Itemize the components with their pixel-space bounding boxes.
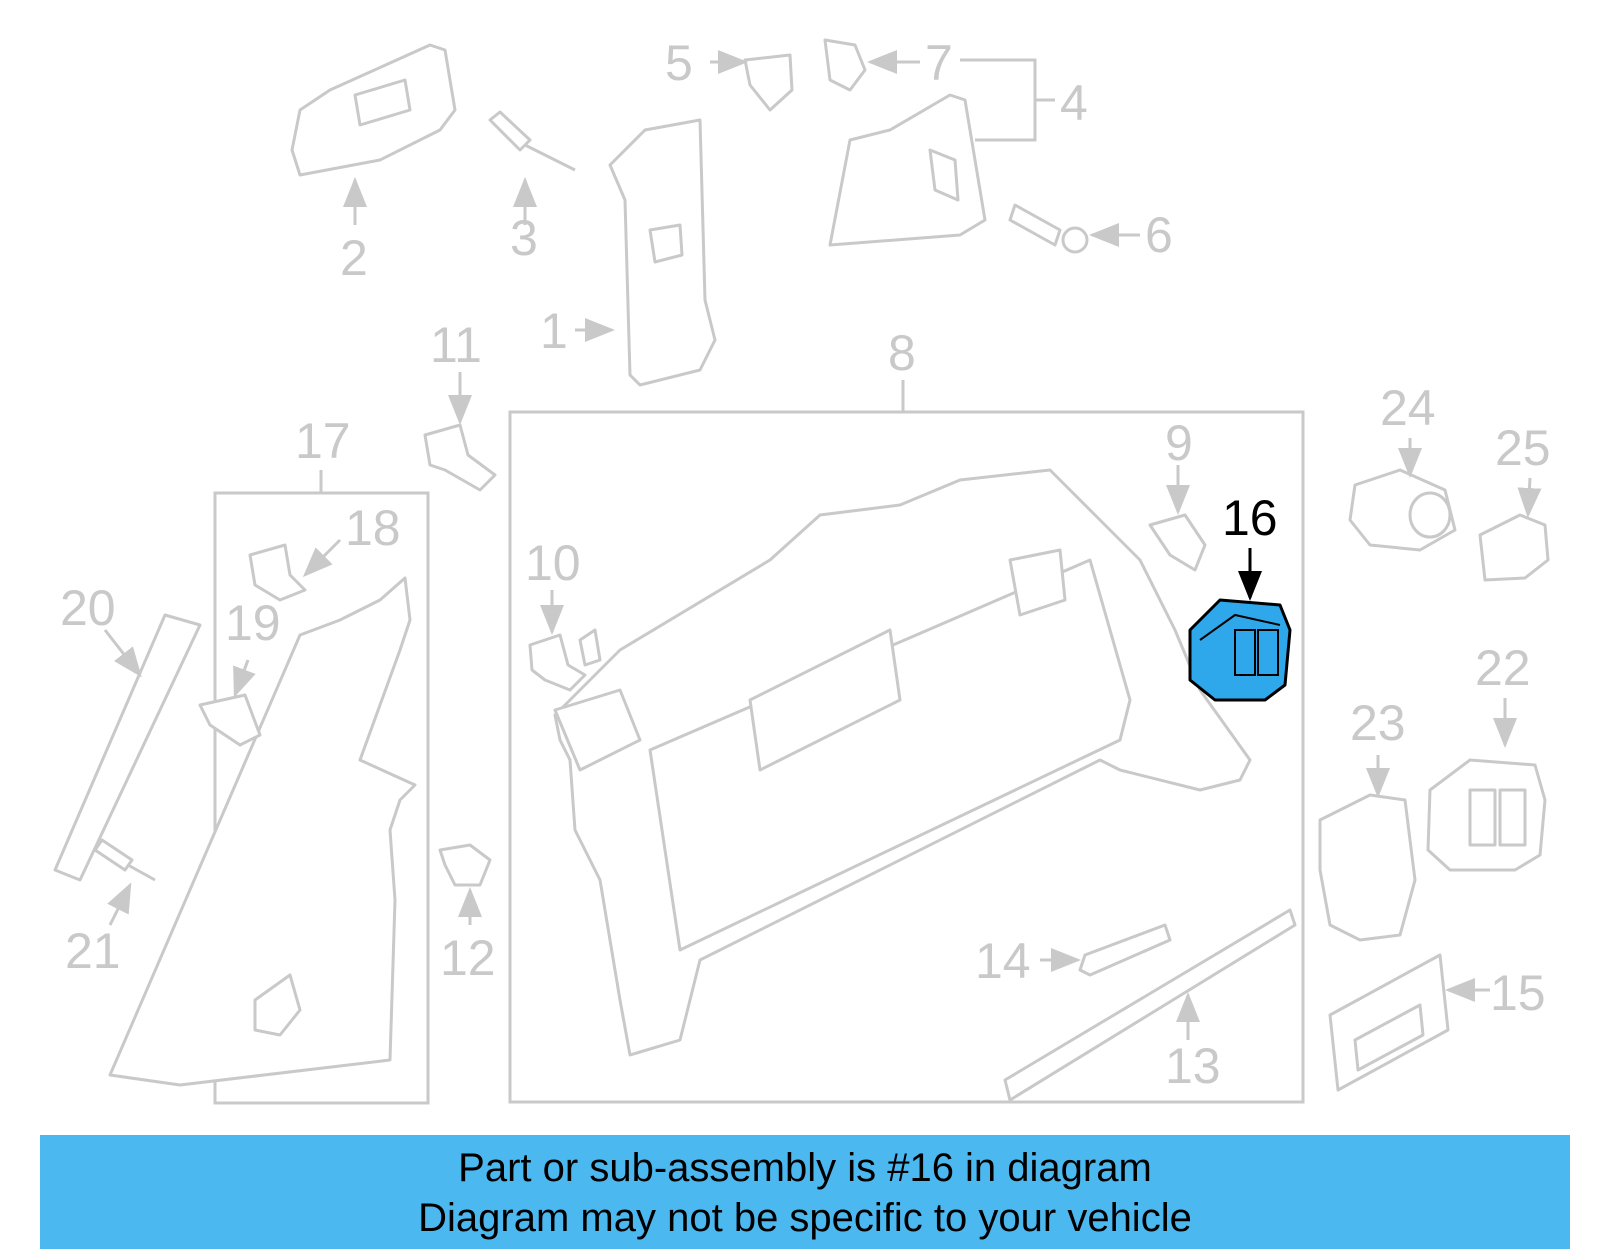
callout-4: 4 bbox=[1060, 75, 1088, 131]
part-6-bolt bbox=[1008, 203, 1140, 254]
callout-19: 19 bbox=[225, 595, 281, 651]
callout-14: 14 bbox=[975, 933, 1031, 989]
part-20-strip bbox=[53, 613, 202, 882]
part-14-trim bbox=[1040, 923, 1172, 977]
callout-13: 13 bbox=[1165, 1038, 1221, 1094]
callout-24: 24 bbox=[1380, 380, 1436, 436]
callout-7: 7 bbox=[925, 35, 953, 91]
part-16-highlighted bbox=[1188, 548, 1292, 702]
info-banner: Part or sub-assembly is #16 in diagram D… bbox=[40, 1135, 1570, 1249]
part-24-socket bbox=[1348, 438, 1457, 552]
part-2-lamp-housing bbox=[290, 43, 457, 225]
box-8-group bbox=[508, 380, 1305, 1104]
part-23-bracket bbox=[1318, 755, 1417, 942]
part-5-clip bbox=[710, 50, 794, 112]
callout-1: 1 bbox=[540, 303, 568, 359]
callout-18: 18 bbox=[345, 500, 401, 556]
banner-line-1: Part or sub-assembly is #16 in diagram bbox=[458, 1146, 1152, 1190]
part-3-push-pin bbox=[488, 110, 576, 225]
callout-5: 5 bbox=[665, 35, 693, 91]
callout-21: 21 bbox=[65, 923, 121, 979]
callout-8: 8 bbox=[888, 325, 916, 381]
callout-9: 9 bbox=[1165, 415, 1193, 471]
part-21-push-pin bbox=[93, 838, 156, 926]
callout-16: 16 bbox=[1222, 490, 1278, 546]
box-17-group bbox=[108, 470, 430, 1105]
part-12-push-pin bbox=[438, 843, 492, 925]
part-7-clip bbox=[823, 38, 920, 92]
callout-2: 2 bbox=[340, 230, 368, 286]
part-1-pillar-trim bbox=[575, 118, 717, 387]
part-22-switch bbox=[1426, 698, 1547, 872]
part-11-clip bbox=[423, 372, 497, 492]
part-10-clip bbox=[528, 590, 587, 692]
callout-11: 11 bbox=[430, 317, 482, 373]
part-13-sill bbox=[1003, 908, 1297, 1102]
parts-diagram: 2 3 5 7 4 6 1 11 bbox=[53, 35, 1551, 1105]
callout-3: 3 bbox=[510, 210, 538, 266]
banner-line-2: Diagram may not be specific to your vehi… bbox=[418, 1196, 1192, 1240]
callout-10: 10 bbox=[525, 535, 581, 591]
part-25-cap bbox=[1478, 477, 1550, 582]
callout-22: 22 bbox=[1475, 640, 1531, 696]
callout-6: 6 bbox=[1145, 207, 1173, 263]
part-15-plate bbox=[1328, 953, 1490, 1092]
callout-20: 20 bbox=[60, 580, 116, 636]
callout-15: 15 bbox=[1490, 965, 1546, 1021]
callout-25: 25 bbox=[1495, 420, 1551, 476]
part-4-trim-cover bbox=[828, 58, 1055, 247]
part-9-clip bbox=[1148, 465, 1207, 572]
callout-12: 12 bbox=[440, 930, 496, 986]
callout-23: 23 bbox=[1350, 695, 1406, 751]
callout-17: 17 bbox=[295, 413, 351, 469]
